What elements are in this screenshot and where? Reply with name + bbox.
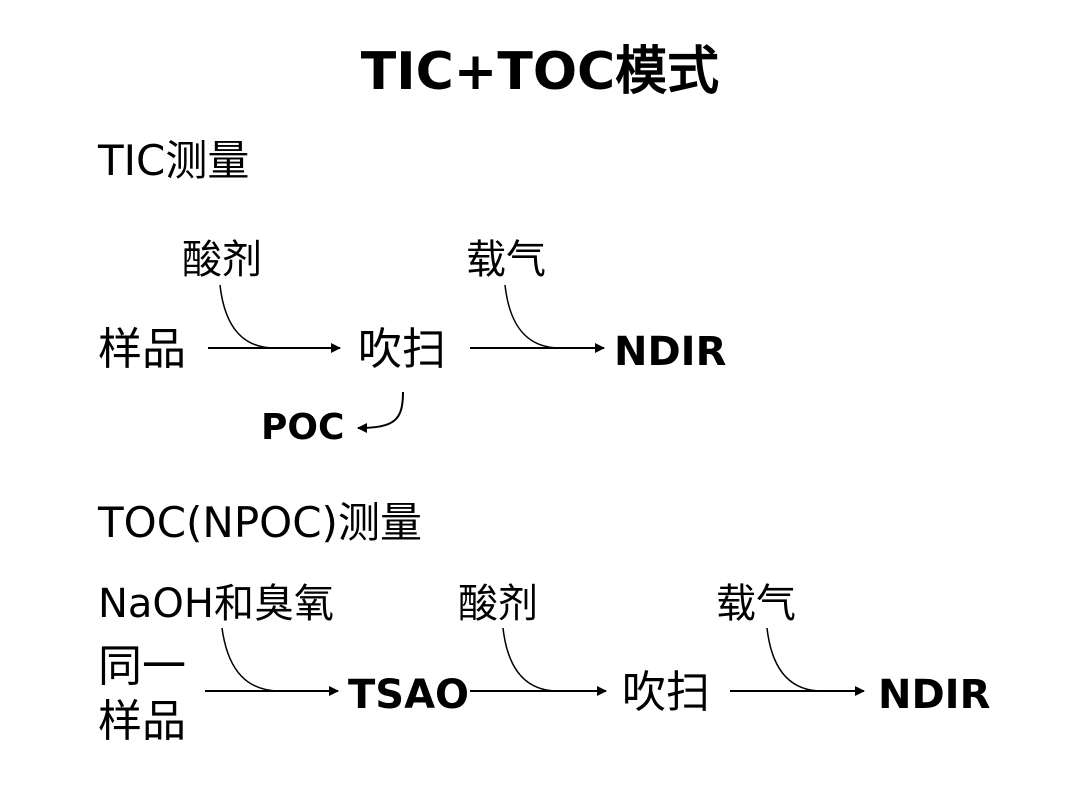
tic-sample-node: 样品 [98,324,186,375]
toc-sample-line1: 同一 [98,641,186,692]
tic-purge-node: 吹扫 [358,324,446,375]
toc-sample-line2: 样品 [98,696,186,747]
toc-purge-node: 吹扫 [622,667,710,718]
toc-reagent-label: NaOH和臭氧 [98,581,334,627]
tic-purge-to-poc-arrow [357,391,404,433]
toc-heading: TOC(NPOC)测量 [98,498,422,547]
toc-tsao-node: TSAO [348,672,470,718]
tic-ndir-node: NDIR [614,329,727,375]
toc-reagent-curve [221,627,281,692]
page-title: TIC+TOC模式 [360,42,720,102]
tic-poc-node: POC [261,407,345,448]
toc-acid-curve [502,627,559,692]
tic-carrier-curve [504,284,561,349]
toc-acid-label: 酸剂 [458,581,538,627]
tic-carrier-label: 载气 [466,237,546,283]
tic-acid-curve [219,284,276,349]
toc-carrier-curve [766,627,823,692]
tic-acid-label: 酸剂 [182,237,262,283]
toc-ndir-node: NDIR [878,672,991,718]
toc-carrier-label: 载气 [716,581,796,627]
tic-heading: TIC测量 [98,136,250,185]
